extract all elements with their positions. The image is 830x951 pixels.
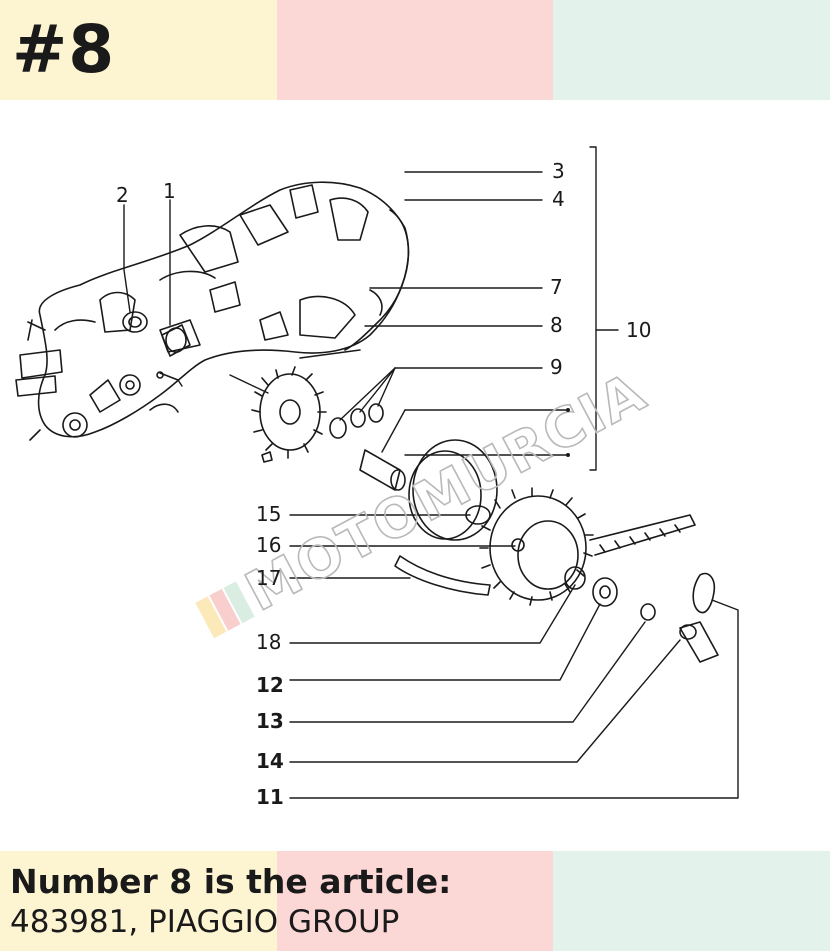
cover-parts (299, 209, 410, 359)
friction-shoe (394, 555, 491, 596)
leader-lines (123, 146, 739, 799)
callout-10: 10 (626, 318, 651, 342)
caption-band-yellow (0, 851, 277, 951)
watermark-text: MOTOMURCIA (236, 360, 657, 624)
crankcase-drawing (15, 181, 410, 441)
header-band-mint (553, 0, 830, 100)
callout-dots (566, 408, 570, 457)
callout-13: 13 (256, 709, 284, 733)
header-band-pink (276, 0, 554, 100)
clutch-bell (479, 487, 594, 606)
caption-article-detail: 483981, PIAGGIO GROUP (10, 904, 400, 940)
callout-9: 9 (550, 355, 563, 379)
bearing-part-2 (122, 311, 148, 333)
callout-17: 17 (256, 566, 281, 590)
caption-band-pink (276, 851, 554, 951)
callout-12: 12 (256, 673, 284, 697)
bushings-part-9 (329, 403, 384, 439)
exploded-parts-diagram: MOTOMURCIA 1 2 3 4 7 8 9 10 15 16 17 18 … (15, 146, 739, 809)
caption-heading: Number 8 is the article: (10, 862, 452, 901)
drive-belt (589, 514, 696, 556)
callout-11: 11 (256, 785, 284, 809)
variator-shaft (359, 449, 406, 491)
variator-fan (156, 366, 327, 463)
callout-15: 15 (256, 502, 281, 526)
callout-2: 2 (116, 183, 129, 207)
header-band-yellow (0, 0, 277, 100)
callout-labels: 1 2 3 4 7 8 9 10 15 16 17 18 12 13 14 11 (116, 159, 651, 809)
bearing-part-1 (161, 324, 191, 357)
callout-14: 14 (256, 749, 284, 773)
header-band (0, 0, 830, 100)
caption-band (0, 851, 830, 951)
caption-band-mint (553, 851, 830, 951)
callout-1: 1 (163, 179, 176, 203)
callout-7: 7 (550, 275, 563, 299)
callout-4: 4 (552, 187, 565, 211)
callout-18: 18 (256, 630, 281, 654)
callout-3: 3 (552, 159, 565, 183)
callout-16: 16 (256, 533, 281, 557)
small-parts (564, 566, 719, 663)
callout-8: 8 (550, 313, 563, 337)
page-title: #8 (12, 11, 116, 88)
